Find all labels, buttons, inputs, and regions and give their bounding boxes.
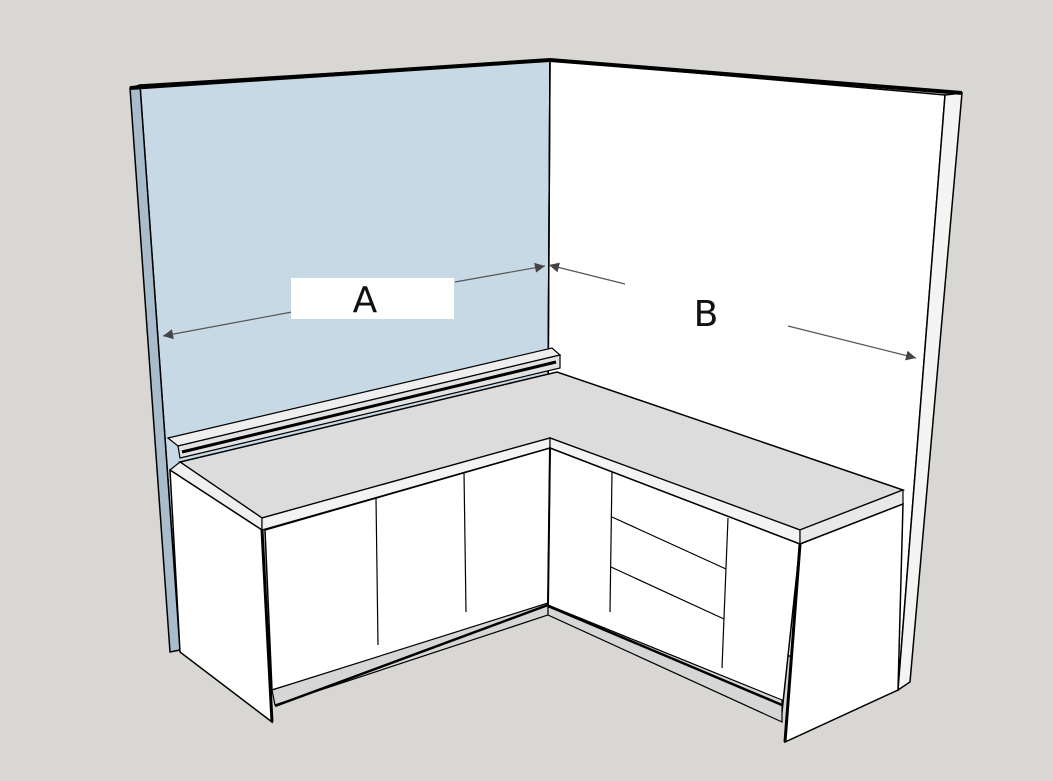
dimension-a-line-left [162,311,293,340]
dimension-a: A [162,262,546,340]
base-cabinets [169,446,904,744]
door-divider-1 [375,497,379,646]
dimension-a-line-right [454,262,546,283]
dimension-a-label: A [353,280,378,321]
plinth-right [547,604,783,707]
dimension-b: B [548,262,917,361]
toe-kick-right [547,604,783,723]
countertop [168,371,906,545]
drawer-line-1 [611,516,727,570]
dimension-b-line-right [787,325,917,361]
dimension-a-label-box [291,278,454,319]
door-divider-4 [721,517,729,669]
drawer-line-2 [610,566,725,620]
door-divider-3 [609,471,613,613]
plinth-left [274,603,549,708]
dimension-b-label: B [694,294,719,335]
cabinet-inner-corner [547,447,551,606]
backsplash-shelf [166,347,562,459]
cabinet-right-end-edge [783,543,802,743]
shelf-groove [181,360,557,454]
cabinet-left-end-edge [260,529,274,723]
door-divider-2 [463,471,467,613]
dimension-b-line-left [548,262,626,285]
